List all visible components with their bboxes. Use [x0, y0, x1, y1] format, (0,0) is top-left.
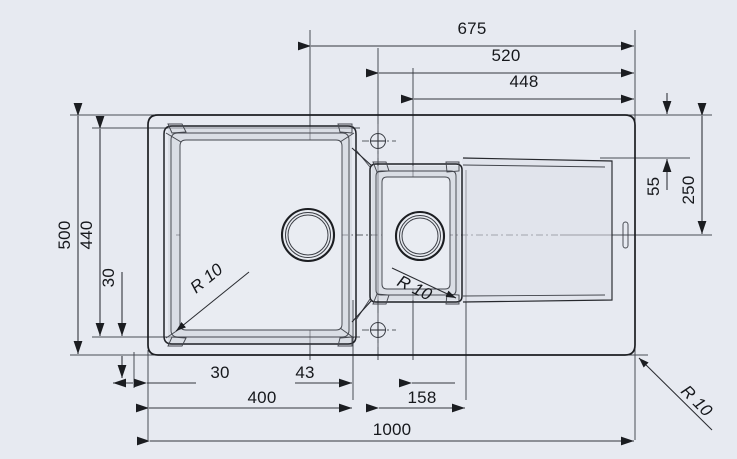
dimension-30-horizontal: 30 — [113, 363, 229, 388]
dimension-1000: 1000 — [137, 420, 634, 446]
dimension-158-label: 158 — [408, 388, 437, 407]
sink-body-outline — [147, 114, 636, 356]
dimension-675: 675 — [298, 19, 634, 51]
dimension-500-label: 500 — [55, 221, 74, 250]
dimension-250-label: 250 — [679, 176, 698, 205]
dimension-448-label: 448 — [510, 72, 539, 91]
overflow-slot — [622, 221, 629, 249]
dimension-520: 520 — [366, 46, 634, 78]
dimension-250: 250 — [679, 103, 707, 234]
small-bowl-drain — [394, 210, 446, 262]
drainboard — [462, 157, 629, 303]
dimension-55: 55 — [644, 93, 672, 196]
dimension-520-label: 520 — [492, 46, 521, 65]
dimension-30-vertical-label: 30 — [99, 268, 118, 287]
dimension-30-horizontal-label: 30 — [210, 363, 229, 382]
large-bowl-drain — [280, 207, 336, 263]
bowl-divider — [351, 147, 373, 323]
tap-hole-marker-bottom — [370, 322, 386, 338]
dimension-400: 400 — [136, 388, 352, 413]
dimension-675-label: 675 — [458, 19, 487, 38]
dimension-43-label: 43 — [295, 363, 314, 382]
dimension-448: 448 — [401, 72, 634, 104]
dimension-158: 158 — [366, 388, 465, 413]
dimension-55-label: 55 — [644, 177, 663, 196]
tap-hole-marker-top — [370, 133, 386, 149]
dimension-400-label: 400 — [248, 388, 277, 407]
small-bowl — [369, 161, 463, 305]
dimension-500: 500 — [55, 103, 83, 354]
dimension-440-label: 440 — [77, 221, 96, 250]
dimension-30-vertical: 30 — [99, 268, 127, 378]
dimension-440: 440 — [77, 116, 105, 336]
dimension-1000-label: 1000 — [373, 420, 412, 439]
large-bowl — [163, 123, 357, 347]
dimension-43: 43 — [295, 363, 455, 388]
